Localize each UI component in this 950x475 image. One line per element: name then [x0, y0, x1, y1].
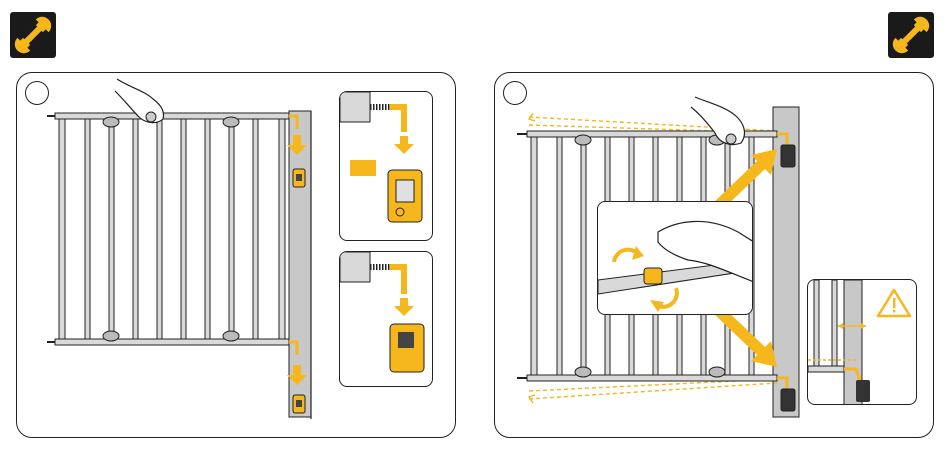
- warning-triangle-icon: [878, 290, 910, 316]
- inset-pin-bracket-bottom: [339, 251, 433, 387]
- wall-bracket-top: [781, 145, 795, 167]
- gate-bars: [85, 119, 258, 339]
- panel-left: [16, 72, 456, 438]
- wall-bracket-bottom: [781, 389, 795, 411]
- panel-right: [494, 72, 934, 438]
- inset-handwheel-tighten: [597, 201, 753, 315]
- tool-badge-right: [888, 12, 934, 58]
- inset-gap-warning: [807, 279, 917, 405]
- tool-badge-left: [10, 12, 56, 58]
- top-rail: [55, 113, 289, 119]
- inset-pin-bracket-top: [339, 91, 433, 241]
- bottom-rail: [55, 339, 289, 345]
